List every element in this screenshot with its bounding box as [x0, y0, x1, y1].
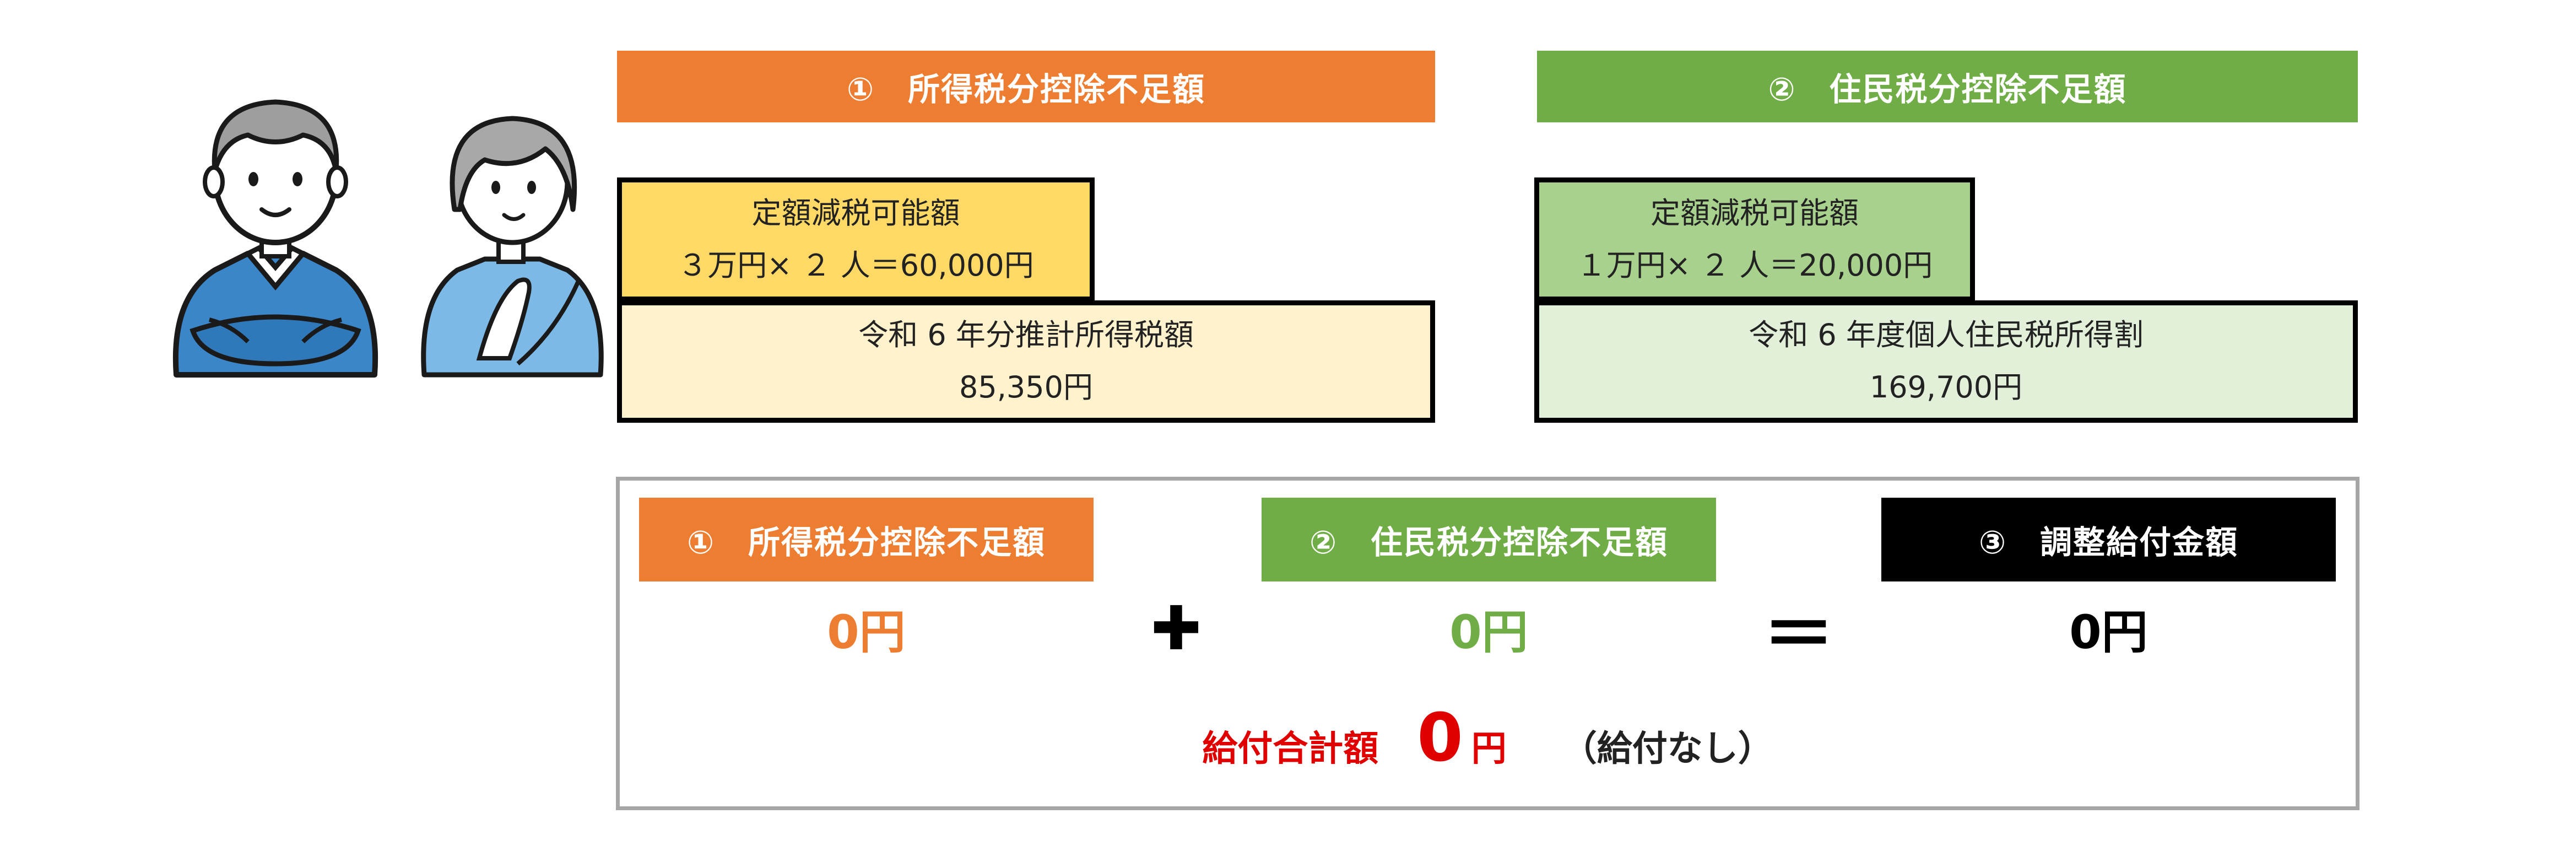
- total-row: 給付合計額 0 円 （給付なし）: [616, 700, 2359, 788]
- resident-tax-estimate-label: 令和 6 年度個人住民税所得割: [1749, 317, 2144, 353]
- income-tax-fixed-label: 定額減税可能額: [751, 195, 960, 230]
- calc-income-tax-label: ① 所得税分控除不足額: [686, 524, 1046, 561]
- total-note: （給付なし）: [1561, 729, 1773, 769]
- resident-tax-fixed-box: 定額減税可能額 １万円× ２ 人＝20,000円: [1534, 177, 1975, 301]
- income-tax-header-label: ① 所得税分控除不足額: [846, 71, 1206, 108]
- calc-adjustment-header: ③ 調整給付金額: [1881, 498, 2336, 581]
- resident-tax-header: ② 住民税分控除不足額: [1537, 51, 2358, 122]
- calc-adjustment-value: 0円: [2069, 605, 2148, 659]
- equals-icon: ＝: [1762, 593, 1834, 676]
- resident-tax-estimate-box: 令和 6 年度個人住民税所得割 169,700円: [1534, 300, 2358, 423]
- income-tax-fixed-box: 定額減税可能額 ３万円× ２ 人＝60,000円: [617, 177, 1095, 301]
- calc-income-tax-value: 0円: [827, 605, 906, 659]
- income-tax-estimate-value: 85,350円: [959, 370, 1093, 405]
- total-value: 0: [1417, 700, 1463, 777]
- resident-tax-header-label: ② 住民税分控除不足額: [1768, 71, 2127, 108]
- resident-tax-fixed-label: 定額減税可能額: [1650, 195, 1859, 230]
- calc-resident-tax-header: ② 住民税分控除不足額: [1262, 498, 1716, 581]
- income-tax-header: ① 所得税分控除不足額: [617, 51, 1435, 122]
- income-tax-estimate-box: 令和 6 年分推計所得税額 85,350円: [617, 300, 1435, 423]
- resident-tax-fixed-formula: １万円× ２ 人＝20,000円: [1576, 247, 1933, 283]
- income-tax-fixed-formula: ３万円× ２ 人＝60,000円: [678, 247, 1034, 283]
- calc-resident-tax-label: ② 住民税分控除不足額: [1309, 524, 1669, 561]
- income-tax-estimate-label: 令和 6 年分推計所得税額: [858, 317, 1194, 353]
- total-label: 給付合計額: [1202, 729, 1379, 769]
- calc-adjustment-label: ③ 調整給付金額: [1978, 524, 2239, 561]
- calc-income-tax-header: ① 所得税分控除不足額: [639, 498, 1094, 581]
- resident-tax-estimate-value: 169,700円: [1869, 370, 2023, 405]
- calc-resident-tax-value: 0円: [1449, 605, 1528, 659]
- woman-illustration: [421, 116, 604, 378]
- total-unit: 円: [1471, 729, 1507, 769]
- man-illustration: [172, 99, 378, 378]
- plus-icon: ✚: [1150, 593, 1202, 664]
